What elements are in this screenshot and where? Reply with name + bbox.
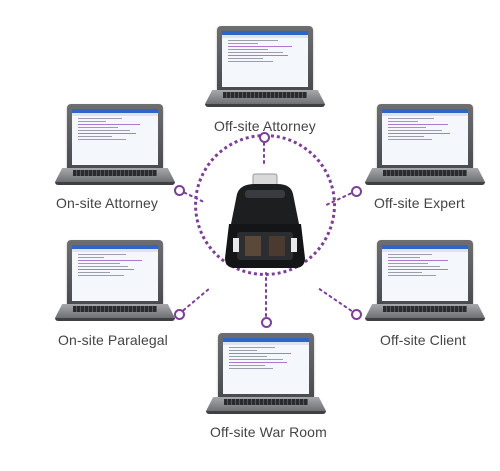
connector-dot bbox=[259, 132, 270, 143]
connector-dot bbox=[261, 317, 272, 328]
connector-dot bbox=[174, 185, 185, 196]
usb-network-device-icon bbox=[225, 173, 305, 268]
laptop-icon bbox=[205, 26, 325, 107]
label-off-site-client: Off-site Client bbox=[380, 332, 467, 348]
laptop-icon bbox=[55, 240, 175, 321]
connector-dot bbox=[174, 309, 185, 320]
connector-dot bbox=[351, 186, 362, 197]
label-on-site-paralegal: On-site Paralegal bbox=[58, 332, 168, 348]
laptop-icon bbox=[55, 104, 175, 185]
link-off-site-client bbox=[317, 287, 357, 315]
laptop-icon bbox=[206, 333, 326, 414]
label-off-site-expert: Off-site Expert bbox=[374, 195, 465, 211]
label-off-site-attorney: Off-site Attorney bbox=[214, 118, 316, 134]
label-on-site-attorney: On-site Attorney bbox=[56, 195, 158, 211]
label-off-site-war-room: Off-site War Room bbox=[210, 424, 327, 440]
laptop-icon bbox=[365, 104, 485, 185]
connector-dot bbox=[351, 309, 362, 320]
link-on-site-paralegal bbox=[178, 287, 211, 315]
laptop-icon bbox=[365, 240, 485, 321]
